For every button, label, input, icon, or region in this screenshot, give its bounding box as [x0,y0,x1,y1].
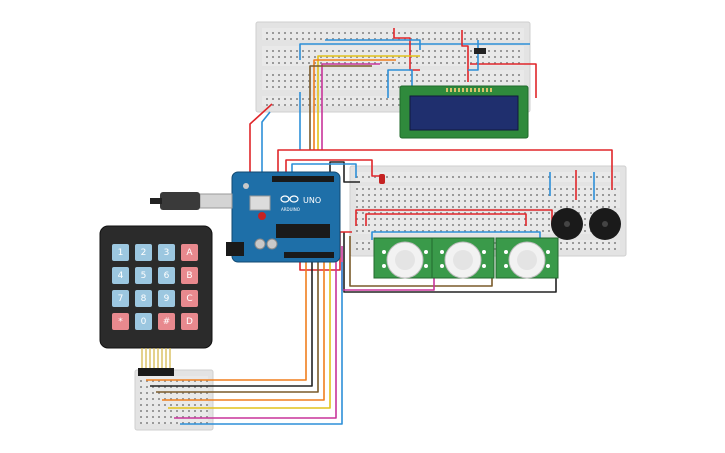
keypad-key[interactable]: 9 [158,290,175,307]
keypad-key-label: * [118,317,123,327]
wire-red-top-2[interactable] [461,30,469,82]
keypad-key[interactable]: 2 [135,244,152,261]
keypad-key[interactable]: C [181,290,198,307]
wire-red-pir-rail-2[interactable] [365,213,527,226]
pir-sensor-3[interactable] [495,237,559,279]
keypad-key[interactable]: # [158,313,175,330]
dc-barrel-jack[interactable] [226,242,244,256]
keypad-key-label: D [186,317,193,327]
wire-blue-top-3[interactable] [325,39,421,50]
keypad-key[interactable]: 6 [158,267,175,284]
wire-blue-keypad[interactable] [180,262,343,425]
keypad-connector [138,368,174,376]
lcd-display[interactable] [399,85,529,139]
wire-blue-top[interactable] [299,43,530,60]
buzzer-2[interactable] [589,208,621,240]
potentiometer[interactable] [474,48,486,54]
keypad-key-label: 3 [164,248,170,258]
keypad-key-label: 9 [164,294,170,304]
keypad-key[interactable]: D [181,313,198,330]
wire-blue-gnd[interactable] [291,163,357,178]
wire-black-gnd[interactable] [329,161,360,183]
wire-magenta-keypad[interactable] [174,262,337,419]
arduino-model-label: UNO [303,196,321,205]
wire-black-pir[interactable] [343,232,557,293]
wire-orange-keypad[interactable] [162,262,325,401]
arduino-uno[interactable]: UNO ARDUINO [226,171,341,263]
wire-brown-top[interactable] [309,65,372,150]
keypad-key-label: 0 [141,317,147,327]
red-led[interactable] [379,174,385,184]
keypad-key[interactable]: * [112,313,129,330]
keypad-key-label: C [186,294,192,304]
keypad-key-label: A [186,248,193,258]
wires [146,28,613,425]
arduino-logo-icon [280,195,299,203]
keypad-key[interactable]: 3 [158,244,175,261]
wire-red-top[interactable] [393,28,420,71]
pir-sensor-2[interactable] [431,237,495,279]
arduino-top-header [272,176,334,182]
wire-blue-top-4[interactable] [387,69,413,98]
keypad-key[interactable]: 7 [112,290,129,307]
wire-orange-keypad-2[interactable] [146,262,307,381]
wire-red-arduino-pir[interactable] [299,231,352,271]
keypad-key-label: 1 [118,248,124,258]
keypad-key-label: 7 [118,294,124,304]
wire-yellow-keypad[interactable] [168,262,331,409]
lcd-header-pins [446,88,492,92]
arduino-capacitors [254,238,278,250]
arduino-bottom-header [284,252,334,258]
keypad-key[interactable]: 4 [112,267,129,284]
wire-blue-pir[interactable] [371,231,541,240]
wire-yellow-top[interactable] [317,55,420,150]
keypad-key[interactable]: 8 [135,290,152,307]
wire-magenta-top[interactable] [321,63,380,150]
arduino-brand-label: ARDUINO [281,207,300,212]
keypad-key-label: B [186,271,192,281]
wire-red-pir-rail[interactable] [355,209,553,226]
usb-cable[interactable] [150,192,233,210]
wire-red-led[interactable] [285,159,382,177]
wire-brown-keypad[interactable] [156,262,319,393]
keypad-key[interactable]: 1 [112,244,129,261]
wire-red-power[interactable] [277,149,613,190]
wire-brown-pir[interactable] [349,236,493,287]
keypad-keys: 1 2 3 A 4 5 6 B 7 8 9 C * 0 # D [112,244,198,330]
keypad[interactable]: 1 2 3 A 4 5 6 B 7 8 9 C * 0 # D [99,225,213,376]
arduino-chip [276,224,330,238]
keypad-key[interactable]: B [181,267,198,284]
wire-blue-left-2[interactable] [261,111,271,176]
wire-black-keypad[interactable] [150,262,313,387]
keypad-key-label: 5 [141,271,147,281]
keypad-key-label: 6 [164,271,170,281]
reset-button[interactable] [258,212,266,220]
wire-red-right-edge[interactable] [470,63,537,98]
keypad-key-label: 4 [118,271,124,281]
keypad-key[interactable]: 0 [135,313,152,330]
buzzer-1[interactable] [551,208,583,240]
keypad-key-label: 8 [141,294,147,304]
keypad-key-label: 2 [141,248,147,258]
keypad-key[interactable]: A [181,244,198,261]
keypad-key-label: # [163,317,171,327]
wire-orange-top[interactable] [313,59,396,150]
keypad-key[interactable]: 5 [135,267,152,284]
pir-sensor-1[interactable] [373,237,437,279]
